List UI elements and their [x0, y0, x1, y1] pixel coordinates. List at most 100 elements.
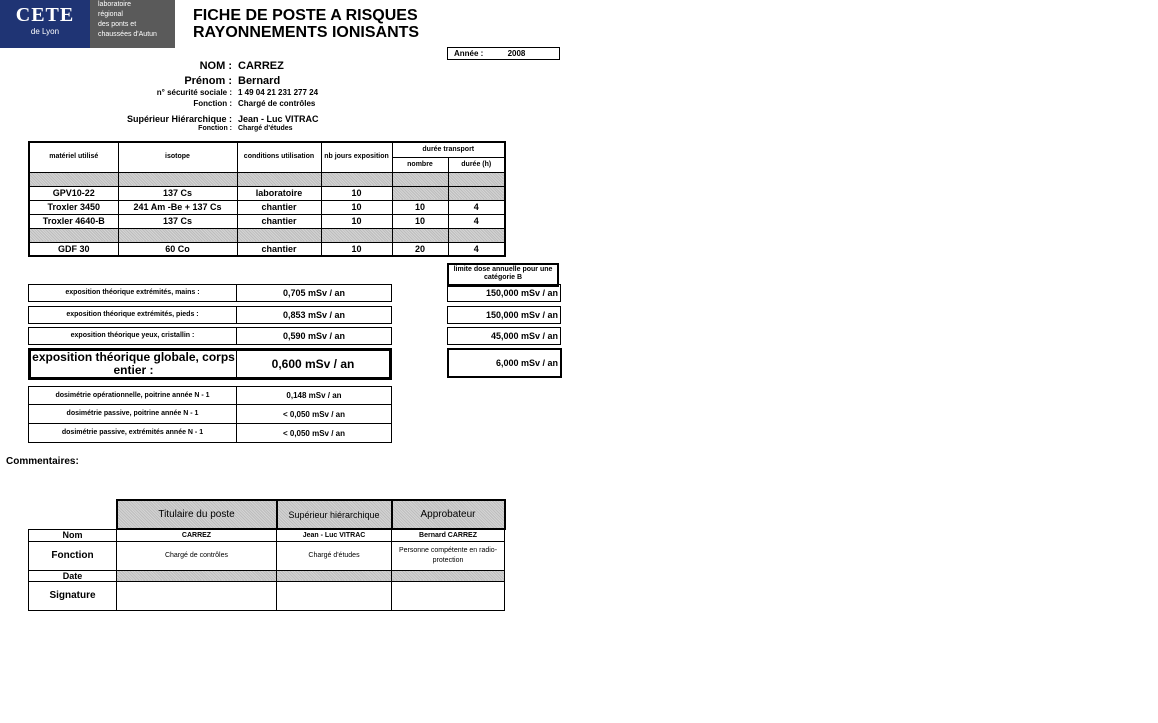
cell: [320, 227, 393, 243]
page-title: FICHE DE POSTE A RISQUES RAYONNEMENTS IO…: [193, 7, 419, 41]
cell: [28, 227, 119, 243]
logo: CETE de Lyon laboratoire régional des po…: [0, 0, 175, 48]
cell: 4: [447, 199, 506, 215]
cell: 4: [447, 213, 506, 229]
table-row: dosimétrie passive, poitrine année N - 1…: [28, 404, 392, 424]
row-label-fonction: Fonction: [28, 540, 117, 571]
exposure-value: 0,705 mSv / an: [236, 284, 392, 302]
prenom-value: Bernard: [238, 75, 281, 87]
cell: 10: [391, 213, 449, 229]
header-transport: durée transport: [391, 141, 506, 158]
date-cell[interactable]: [116, 569, 277, 582]
cell: 10: [320, 241, 393, 257]
logo-text: régional: [98, 11, 123, 18]
row-label-date: Date: [28, 569, 117, 582]
cell: Troxler 3450: [28, 199, 119, 215]
secu-value: 1 49 04 21 231 277 24: [238, 88, 319, 97]
exposure-label: exposition théorique yeux, cristallin :: [28, 327, 237, 345]
exposure-value: 0,853 mSv / an: [236, 306, 392, 324]
nom-cell: Jean - Luc VITRAC: [276, 528, 392, 542]
exposure-value: 0,590 mSv / an: [236, 327, 392, 345]
dosimetry-value: 0,148 mSv / an: [236, 386, 392, 405]
cell: [447, 171, 506, 187]
year-value: 2008: [507, 49, 526, 58]
exposure-label: exposition théorique extrémités, mains :: [28, 284, 237, 302]
exposure-label: exposition théorique globale, corps enti…: [29, 349, 237, 379]
signature-cell[interactable]: [391, 580, 505, 611]
signature-cell[interactable]: [116, 580, 277, 611]
table-row: dosimétrie opérationnelle, poitrine anné…: [28, 386, 392, 405]
exposure-value: 0,600 mSv / an: [236, 349, 391, 379]
year-label: Année :: [454, 49, 484, 58]
column-superieur: Supérieur hiérarchique: [275, 499, 393, 530]
dosimetry-value: < 0,050 mSv / an: [236, 423, 392, 443]
logo-text: laboratoire: [98, 1, 132, 8]
limit-value: 150,000 mSv / an: [447, 284, 561, 302]
exposure-row-global: exposition théorique globale, corps enti…: [28, 348, 392, 380]
superieur-fonction-label: Fonction :: [198, 125, 232, 132]
cell: laboratoire: [236, 185, 322, 201]
header-conditions: conditions utilisation: [236, 141, 322, 173]
table-row: dosimétrie passive, extrémités année N -…: [28, 423, 392, 443]
dosimetry-label: dosimétrie passive, extrémités année N -…: [28, 423, 237, 443]
cell: 137 Cs: [117, 185, 238, 201]
cell: 4: [447, 241, 506, 257]
exposure-row: exposition théorique extrémités, pieds :…: [28, 306, 392, 324]
nom-value: CARREZ: [238, 60, 284, 72]
logo-text: chaussées d'Autun: [98, 31, 157, 38]
dosimetry-label: dosimétrie passive, poitrine année N - 1: [28, 404, 237, 424]
cell: 10: [320, 185, 393, 201]
cell: GPV10-22: [28, 185, 119, 201]
fonction-label: Fonction :: [193, 99, 232, 108]
nom-cell: Bernard CARREZ: [391, 528, 505, 542]
limit-header: limite dose annuelle pour une catégorie …: [447, 263, 559, 287]
limit-value-global: 6,000 mSv / an: [447, 348, 562, 378]
row-label-nom: Nom: [28, 528, 117, 542]
superieur-value: Jean - Luc VITRAC: [238, 114, 319, 124]
prenom-label: Prénom :: [184, 75, 232, 87]
cell: [28, 171, 119, 187]
cell: [236, 171, 322, 187]
cell: 137 Cs: [117, 213, 238, 229]
limit-value: 150,000 mSv / an: [447, 306, 561, 324]
cell: [447, 227, 506, 243]
cell: 10: [320, 199, 393, 215]
row-label-signature: Signature: [28, 580, 117, 611]
cell: GDF 30: [28, 241, 119, 257]
secu-label: n° sécurité sociale :: [156, 88, 232, 97]
fonction-cell: Personne compétente en radio-protection: [391, 540, 505, 571]
comments-label: Commentaires:: [6, 456, 79, 467]
dosimetry-label: dosimétrie opérationnelle, poitrine anné…: [28, 386, 237, 405]
header-jours: nb jours exposition: [320, 141, 393, 173]
cell: 20: [391, 241, 449, 257]
cell: 10: [391, 199, 449, 215]
year-box: Année : 2008: [447, 47, 560, 60]
table-row: [28, 227, 506, 243]
table-row: [28, 171, 506, 187]
title-line: FICHE DE POSTE A RISQUES: [193, 7, 418, 24]
cell: [391, 171, 449, 187]
cell: [117, 171, 238, 187]
header-materiel: matériel utilisé: [28, 141, 119, 173]
logo-city: de Lyon: [30, 27, 60, 36]
date-cell[interactable]: [276, 569, 392, 582]
cell: Troxler 4640-B: [28, 213, 119, 229]
signature-table: Titulaire du poste Supérieur hiérarchiqu…: [28, 499, 506, 611]
fonction-cell: Chargé de contrôles: [116, 540, 277, 571]
limit-value: 45,000 mSv / an: [447, 327, 561, 345]
cell: 10: [320, 213, 393, 229]
cell: [391, 185, 449, 201]
signature-cell[interactable]: [276, 580, 392, 611]
date-cell[interactable]: [391, 569, 505, 582]
nom-label: NOM :: [199, 60, 232, 72]
superieur-label: Supérieur Hiérarchique :: [126, 114, 232, 124]
cell: chantier: [236, 241, 322, 257]
cell: [447, 185, 506, 201]
cell: 60 Co: [117, 241, 238, 257]
dosimetry-table: dosimétrie opérationnelle, poitrine anné…: [28, 386, 392, 443]
header-nombre: nombre: [391, 156, 449, 173]
